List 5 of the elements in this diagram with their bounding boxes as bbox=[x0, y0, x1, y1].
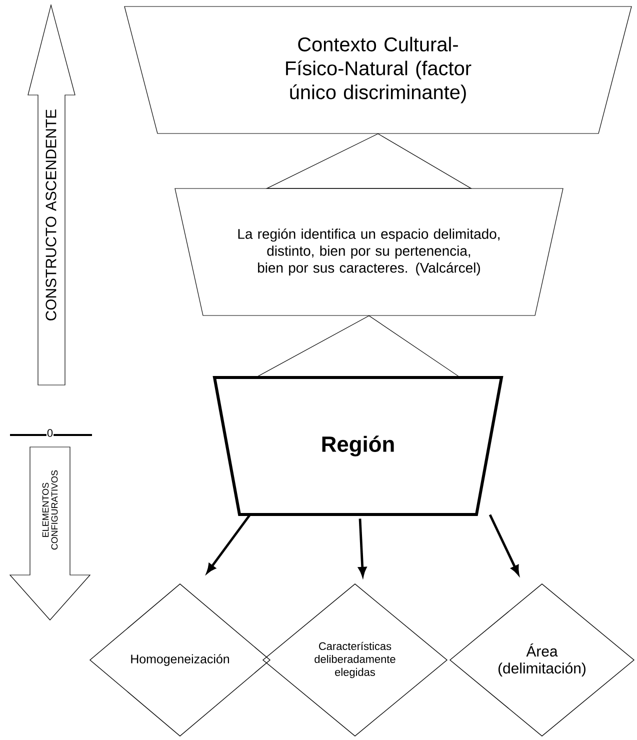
arrow bbox=[206, 514, 251, 574]
trapezoid-box: La región identifica un espacio delimitado, distinto, bien por su pertenencia, bien por sus caracteres. (Valcárcel) bbox=[174, 188, 564, 316]
zero-label: 0 bbox=[46, 428, 54, 438]
arrow bbox=[488, 514, 520, 575]
trapezoid-box: Contexto Cultural-Físico-Natural (factor único discriminante) bbox=[124, 6, 632, 134]
